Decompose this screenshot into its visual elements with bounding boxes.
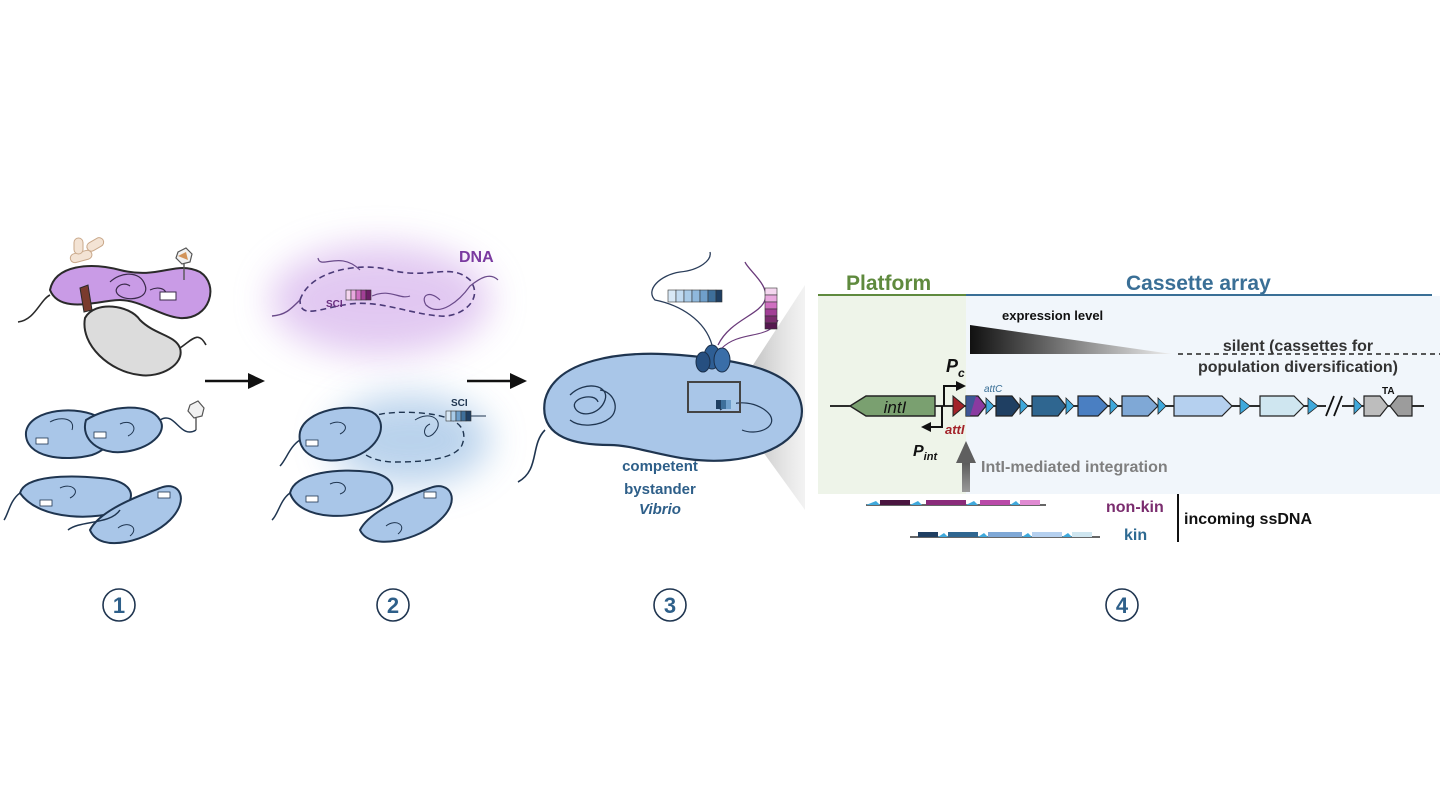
attI-site: [952, 394, 966, 418]
svg-text:4: 4: [1116, 593, 1129, 618]
arrow-2-to-3: [467, 373, 527, 389]
platform-header: Platform: [846, 272, 931, 295]
integration-label: IntI-mediated integration: [981, 459, 1168, 476]
arrow-1-to-2: [205, 373, 265, 389]
sci-label-purple: SCI: [326, 299, 343, 310]
step-number-3: 3: [653, 588, 687, 622]
silent-label-1: silent (cassettes for: [1223, 338, 1373, 355]
dna-fragment-blue: [667, 289, 723, 303]
integron-in-cell: [716, 400, 736, 409]
dna-fragment-purple: [764, 287, 778, 330]
panel-3: competent bystander Vibrio: [517, 251, 805, 518]
kin-ssdna: [910, 532, 1100, 538]
kin-label: kin: [1124, 527, 1147, 544]
cassette-array-header: Cassette array: [1126, 272, 1271, 295]
competent-vibrio-cell: [543, 352, 803, 462]
blue-cell-cluster-1: [3, 400, 205, 545]
non-kin-label: non-kin: [1106, 499, 1164, 516]
blue-cell-cluster-2: [271, 406, 453, 543]
expression-level-label: expression level: [1002, 308, 1103, 323]
step-number-1: 1: [102, 588, 136, 622]
panel-1: [3, 237, 212, 545]
pint-promoter-label: Pint: [913, 443, 938, 463]
panel-2: SCI DNA SCI: [270, 245, 499, 543]
sci-block-purple: [345, 289, 372, 301]
sequence-break: [1325, 395, 1343, 417]
incoming-ssdna-label: incoming ssDNA: [1184, 511, 1312, 528]
gray-cell: [83, 305, 182, 377]
cassette-array-genes: [965, 395, 1413, 417]
expression-gradient: [970, 325, 1172, 354]
integration-arrow-head: [956, 441, 976, 463]
purple-cell: [48, 265, 212, 320]
zoom-box: [687, 381, 741, 413]
integration-arrow-shaft: [962, 462, 970, 492]
lysed-purple-cell: [299, 266, 476, 317]
ta-label: TA: [1382, 386, 1395, 397]
competent-label: competent: [622, 458, 698, 475]
step-number-2: 2: [376, 588, 410, 622]
cassette-background: [966, 296, 1440, 494]
dna-label: DNA: [459, 249, 494, 266]
attC-label: attC: [984, 384, 1003, 395]
sci-block-blue: [445, 410, 472, 422]
dna-cloud-purple: [270, 245, 490, 355]
platform-background: [818, 296, 966, 494]
intI-gene: [848, 395, 936, 417]
lysed-blue-cell: [353, 411, 465, 463]
step-number-4: 4: [1105, 588, 1139, 622]
bystander-label: bystander: [624, 481, 696, 498]
capsule-3: [73, 237, 84, 255]
svg-text:1: 1: [113, 593, 125, 618]
panel-4: Platform Cassette array expression level…: [818, 272, 1440, 544]
competence-pilus: [695, 344, 731, 373]
attI-label: attI: [945, 422, 965, 437]
vibrio-label: Vibrio: [639, 501, 681, 518]
capsule-2: [86, 237, 105, 252]
sci-label-blue: SCI: [451, 398, 468, 409]
silent-label-2: population diversification): [1198, 359, 1398, 376]
intI-label: intI: [884, 398, 907, 417]
svg-text:2: 2: [387, 593, 399, 618]
svg-text:3: 3: [664, 593, 676, 618]
pc-promoter-label: Pc: [946, 356, 965, 380]
non-kin-ssdna: [866, 500, 1046, 506]
